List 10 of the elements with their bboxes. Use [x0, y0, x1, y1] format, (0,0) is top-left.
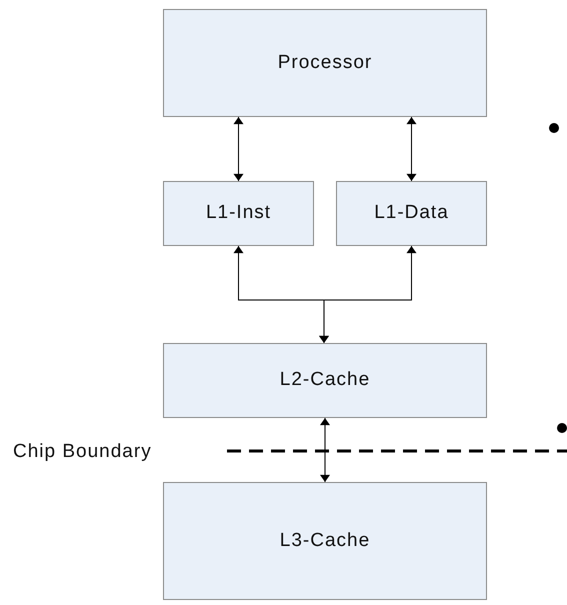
- cache-box: L1-Inst: [163, 181, 314, 246]
- cache-box: L1-Data: [336, 181, 487, 246]
- arrow: [319, 246, 416, 344]
- cache-box: L3-Cache: [163, 482, 487, 600]
- arrow: [320, 418, 330, 482]
- arrow: [406, 116, 416, 182]
- boundary-label: Chip Boundary: [13, 440, 152, 464]
- cache-box: L2-Cache: [163, 343, 487, 418]
- cache-box: Processor: [163, 9, 487, 117]
- arrow: [234, 116, 244, 182]
